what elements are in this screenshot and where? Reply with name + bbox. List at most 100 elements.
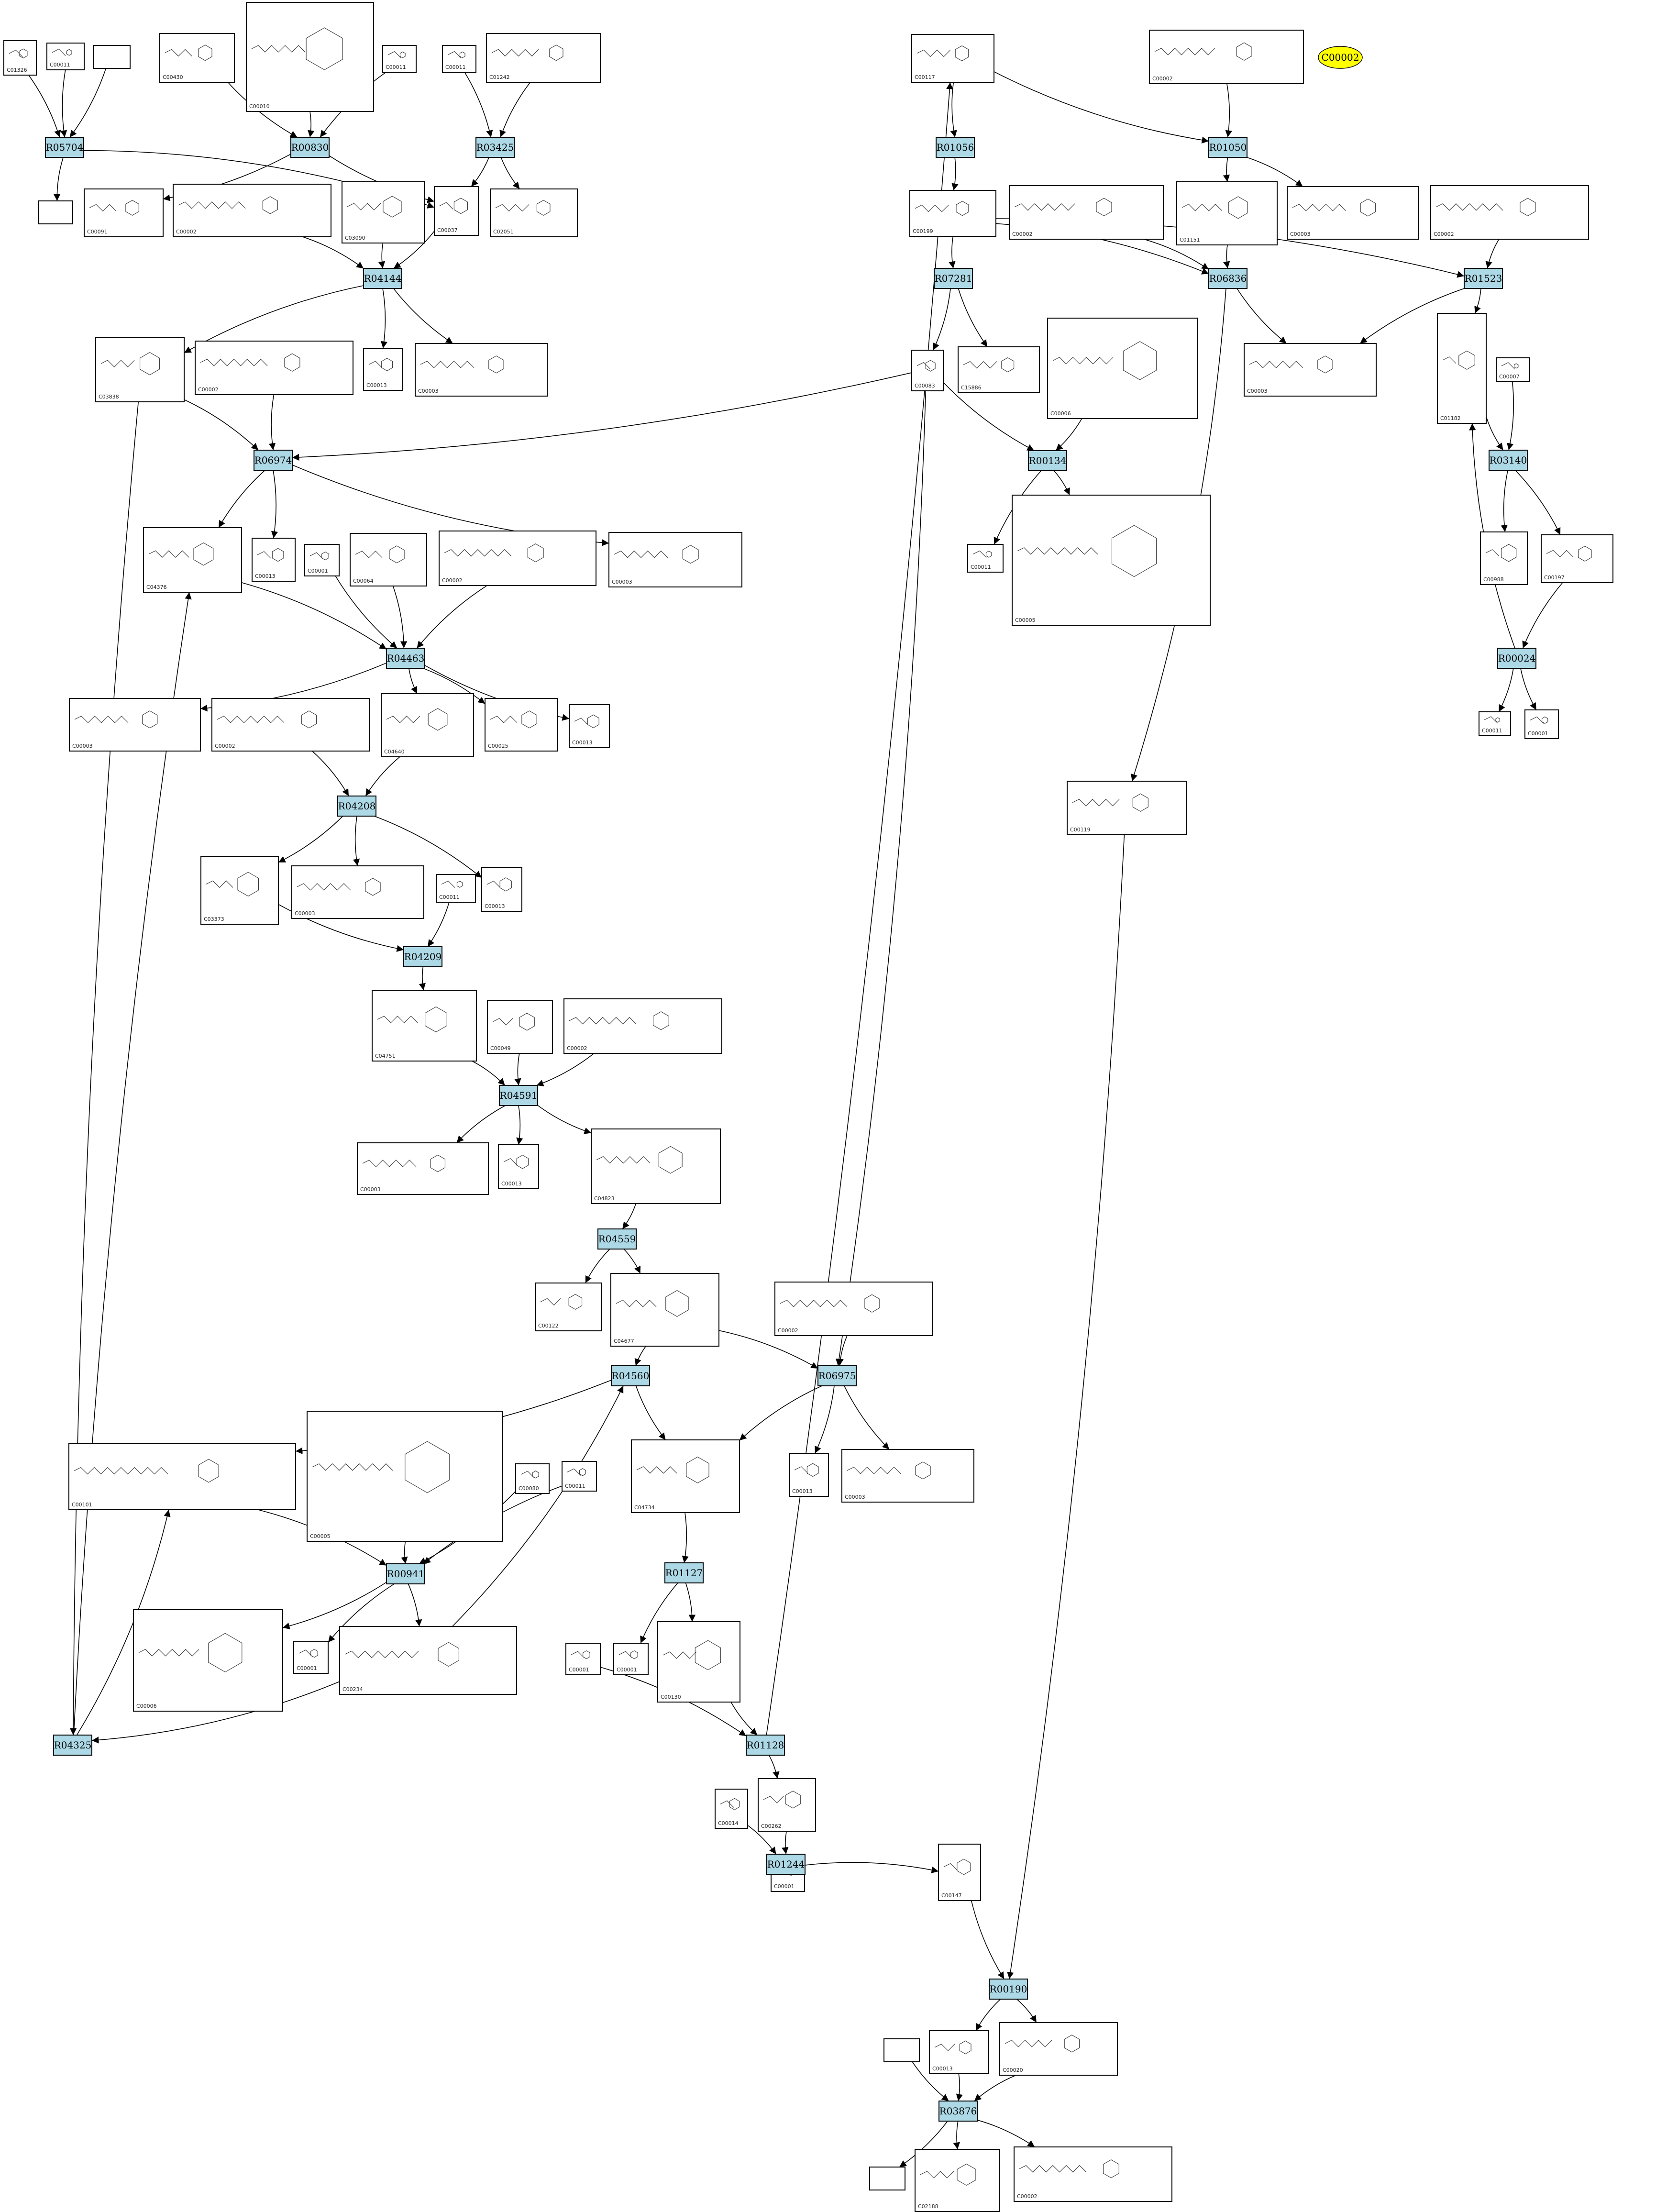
- compound-node-c00011f[interactable]: C00011: [436, 874, 476, 903]
- reaction-node-r04144[interactable]: R04144: [363, 268, 402, 289]
- compound-node-blank3[interactable]: [883, 2038, 920, 2062]
- compound-node-c00011e[interactable]: C00011: [1479, 711, 1511, 736]
- compound-node-c00006a[interactable]: C00006: [1047, 318, 1198, 419]
- compound-node-c00013d[interactable]: C00013: [481, 867, 522, 912]
- reaction-node-r04325[interactable]: R04325: [53, 1735, 92, 1756]
- compound-node-c03373[interactable]: C03373: [200, 856, 279, 925]
- reaction-node-r04591[interactable]: R04591: [499, 1085, 538, 1106]
- compound-node-c00002b[interactable]: C00002: [1009, 185, 1164, 240]
- compound-node-c00001b[interactable]: C00001: [304, 544, 340, 576]
- compound-node-c00001d[interactable]: C00001: [293, 1641, 329, 1674]
- compound-node-c00005a[interactable]: C00005: [1012, 495, 1211, 626]
- compound-node-c00011d[interactable]: C00011: [967, 544, 1004, 573]
- compound-node-c00003d[interactable]: C00003: [608, 532, 742, 587]
- compound-node-c04823[interactable]: C04823: [591, 1128, 721, 1204]
- compound-node-c00064[interactable]: C00064: [350, 533, 427, 586]
- compound-node-c00002a[interactable]: C00002: [173, 184, 331, 237]
- compound-node-c02188[interactable]: C02188: [915, 2149, 1000, 2212]
- compound-node-c00199[interactable]: C00199: [909, 190, 996, 237]
- compound-node-c00147[interactable]: C00147: [938, 1844, 981, 1901]
- compound-node-c00011c[interactable]: C00011: [442, 45, 476, 73]
- reaction-node-r01127[interactable]: R01127: [664, 1562, 704, 1583]
- reaction-node-r03876[interactable]: R03876: [938, 2101, 978, 2122]
- compound-node-c00002c[interactable]: C00002: [1430, 185, 1589, 240]
- compound-node-c00130[interactable]: C00130: [657, 1621, 740, 1703]
- compound-node-c04677[interactable]: C04677: [610, 1273, 719, 1347]
- reaction-node-r00024[interactable]: R00024: [1497, 648, 1536, 669]
- reaction-node-r04208[interactable]: R04208: [337, 796, 376, 817]
- reaction-node-r04209[interactable]: R04209: [403, 946, 442, 967]
- compound-node-c00002f[interactable]: C00002: [211, 698, 370, 752]
- compound-node-c00003f[interactable]: C00003: [291, 865, 424, 919]
- compound-node-c00002d[interactable]: C00002: [195, 341, 353, 395]
- compound-node-c03090[interactable]: C03090: [342, 181, 425, 243]
- reaction-node-r06974[interactable]: R06974: [254, 450, 293, 471]
- compound-node-c00007[interactable]: C00007: [1496, 357, 1530, 382]
- compound-node-c00003a[interactable]: C00003: [1287, 186, 1419, 240]
- compound-node-c00010a[interactable]: C00010: [246, 2, 374, 112]
- reaction-node-r01056[interactable]: R01056: [936, 137, 975, 158]
- compound-node-c00025[interactable]: C00025: [485, 698, 558, 752]
- reaction-node-r00830[interactable]: R00830: [290, 137, 330, 158]
- compound-node-c00430[interactable]: C00430: [159, 33, 235, 83]
- compound-node-c00119[interactable]: C00119: [1067, 781, 1187, 835]
- compound-node-c00001c[interactable]: C00001: [1524, 709, 1559, 739]
- compound-node-c00013c[interactable]: C00013: [569, 704, 610, 748]
- compound-node-c01326[interactable]: C01326: [3, 40, 37, 76]
- compound-node-c00080[interactable]: C00080: [515, 1463, 550, 1494]
- compound-node-c00013f[interactable]: C00013: [789, 1453, 829, 1497]
- compound-node-c04376[interactable]: C04376: [143, 527, 242, 593]
- reaction-node-r06975[interactable]: R06975: [817, 1365, 857, 1386]
- compound-node-c15886[interactable]: C15886: [958, 346, 1040, 393]
- compound-node-blank4[interactable]: [869, 2167, 905, 2190]
- compound-node-c00001f[interactable]: C00001: [613, 1643, 649, 1675]
- compound-node-c00262[interactable]: C00262: [758, 1778, 816, 1832]
- reaction-node-r01523[interactable]: R01523: [1464, 268, 1503, 289]
- compound-node-c00002g[interactable]: C00002: [563, 998, 722, 1054]
- compound-node-c00020[interactable]: C00020: [999, 2022, 1118, 2076]
- goal-node[interactable]: C00002: [1318, 46, 1363, 69]
- reaction-node-r03140[interactable]: R03140: [1489, 450, 1528, 471]
- compound-node-c00049[interactable]: C00049: [487, 1000, 553, 1054]
- compound-node-c00197[interactable]: C00197: [1541, 534, 1613, 583]
- compound-node-c00091[interactable]: C00091: [84, 188, 164, 237]
- compound-node-blank1[interactable]: [93, 45, 131, 69]
- compound-node-c00003h[interactable]: C00003: [841, 1449, 974, 1503]
- compound-node-c00234[interactable]: C00234: [339, 1626, 517, 1695]
- compound-node-c03838[interactable]: C03838: [95, 337, 185, 402]
- compound-node-c01182[interactable]: C01182: [1437, 313, 1487, 424]
- compound-node-c00014[interactable]: C00014: [715, 1789, 748, 1829]
- compound-node-c01242[interactable]: C01242: [486, 33, 601, 83]
- compound-node-c00117[interactable]: C00117: [911, 34, 994, 83]
- compound-node-c00011g[interactable]: C00011: [562, 1461, 597, 1492]
- compound-node-c00037[interactable]: C00037: [434, 186, 479, 236]
- compound-node-c00011a[interactable]: C00011: [46, 43, 85, 70]
- compound-node-c00083[interactable]: C00083: [911, 350, 944, 391]
- reaction-node-r01050[interactable]: R01050: [1208, 137, 1247, 158]
- reaction-node-r00134[interactable]: R00134: [1028, 450, 1067, 471]
- compound-node-c00002h[interactable]: C00002: [774, 1282, 933, 1336]
- reaction-node-r04463[interactable]: R04463: [386, 648, 425, 669]
- reaction-node-r04560[interactable]: R04560: [611, 1365, 650, 1386]
- compound-node-c02051[interactable]: C02051: [490, 188, 578, 237]
- reaction-node-r06836[interactable]: R06836: [1208, 268, 1247, 289]
- compound-node-c00003e[interactable]: C00003: [69, 698, 201, 752]
- reaction-node-r01128[interactable]: R01128: [746, 1735, 785, 1756]
- reaction-node-r00941[interactable]: R00941: [386, 1563, 425, 1584]
- compound-node-c04640[interactable]: C04640: [381, 693, 474, 757]
- compound-node-c00003g[interactable]: C00003: [357, 1142, 489, 1195]
- compound-node-c04734[interactable]: C04734: [631, 1439, 740, 1513]
- reaction-node-r01244[interactable]: R01244: [766, 1854, 806, 1875]
- reaction-node-r05704[interactable]: R05704: [45, 137, 84, 158]
- compound-node-c00013g[interactable]: C00013: [929, 2030, 989, 2074]
- compound-node-c00013e[interactable]: C00013: [498, 1144, 539, 1189]
- reaction-node-r03425[interactable]: R03425: [475, 137, 515, 158]
- compound-node-c04751[interactable]: C04751: [372, 990, 477, 1062]
- compound-node-c00122[interactable]: C00122: [535, 1283, 602, 1331]
- compound-node-c00003c[interactable]: C00003: [1244, 343, 1377, 397]
- compound-node-c00988[interactable]: C00988: [1480, 531, 1528, 585]
- compound-node-c00006b[interactable]: C00006: [133, 1609, 283, 1712]
- compound-node-c00013b[interactable]: C00013: [252, 538, 296, 582]
- compound-node-c01151[interactable]: C01151: [1176, 181, 1278, 245]
- compound-node-c00001e[interactable]: C00001: [565, 1643, 601, 1675]
